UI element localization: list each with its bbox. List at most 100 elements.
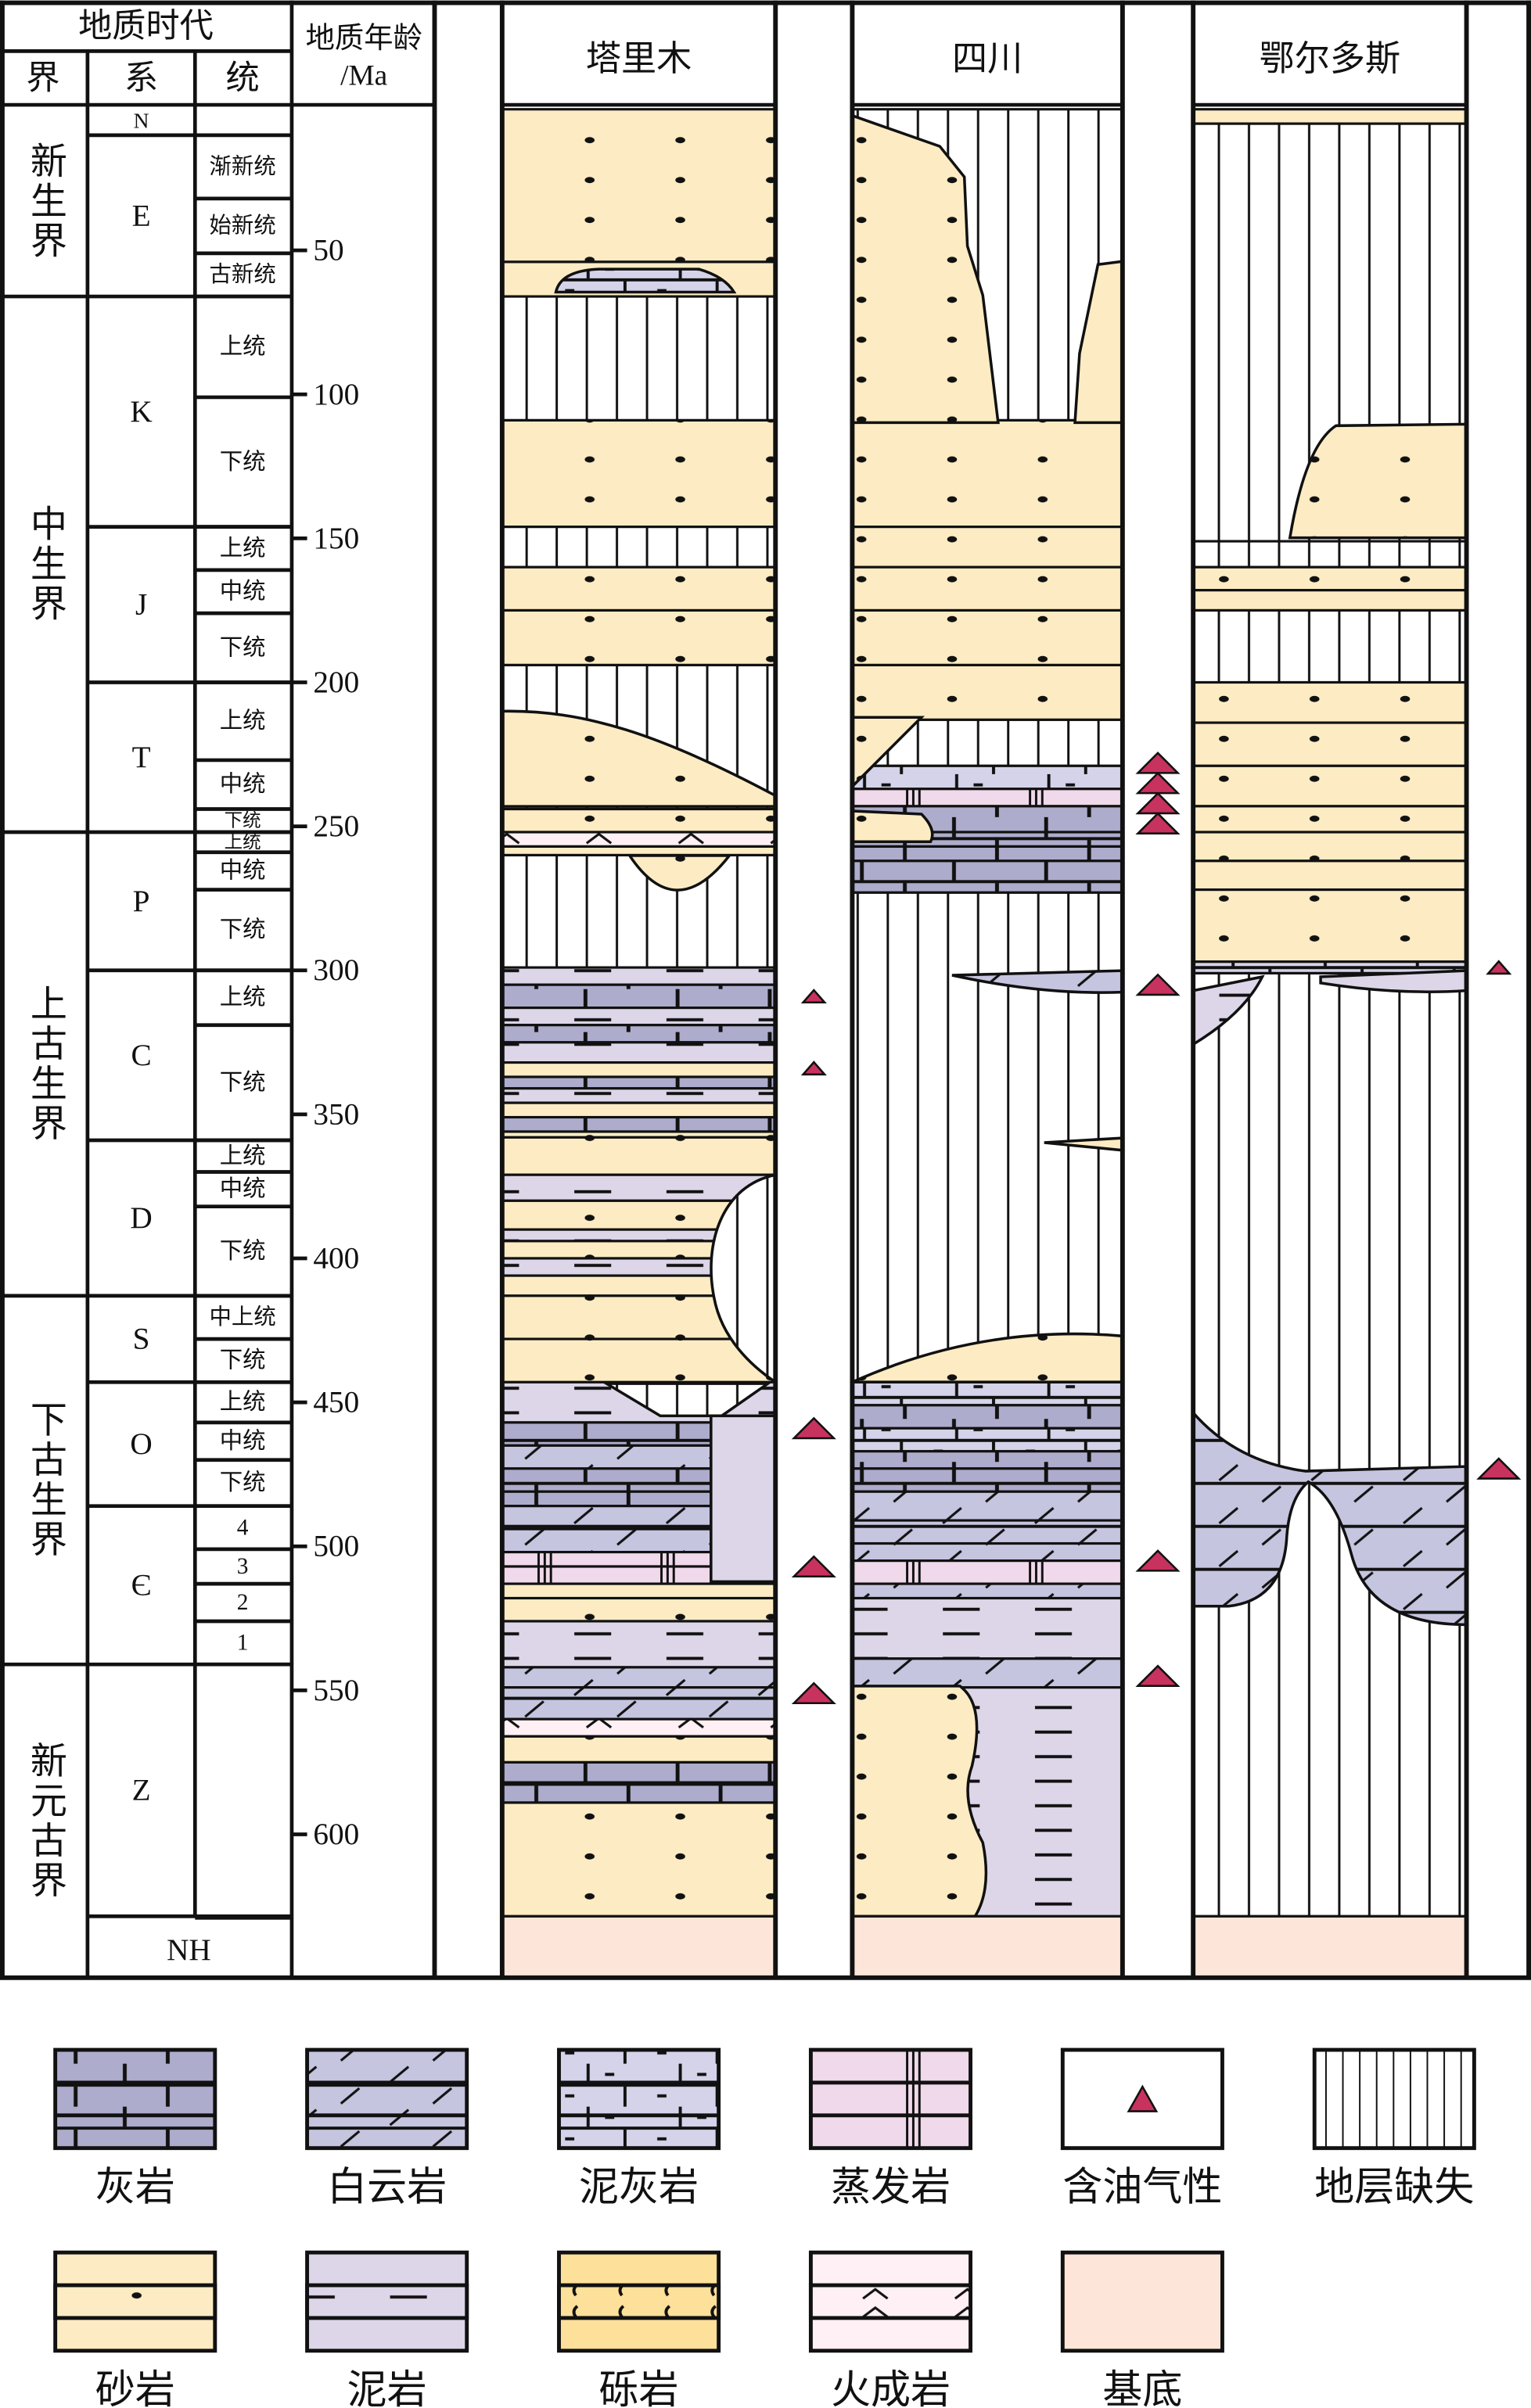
legend-pattern-band	[808, 2283, 972, 2320]
layer-hiatus	[1191, 540, 1468, 569]
column-title: 鄂尔多斯	[1260, 39, 1401, 78]
wedge-sandstone	[501, 709, 778, 808]
layer-sandstone	[501, 1101, 777, 1119]
basement-label: NH	[167, 1933, 211, 1967]
wedge-sandstone	[851, 1332, 1124, 1383]
oil-gas-triangle-icon	[1135, 1664, 1181, 1687]
series-label: 上统	[220, 985, 266, 1010]
series-label: 中上统	[209, 1304, 275, 1330]
layer-dolomite	[501, 1686, 777, 1721]
series-label: 上统	[220, 334, 266, 360]
header-age-unit: /Ma	[340, 59, 388, 92]
layer-mudstone	[501, 966, 777, 986]
series-label: 始新统	[209, 213, 275, 238]
layer-mudstone	[501, 1041, 777, 1064]
layer-sandstone	[1191, 859, 1468, 892]
layer-sandstone	[1191, 565, 1468, 592]
layer-dolomite	[850, 1490, 1124, 1522]
layer-basement	[501, 1915, 777, 1979]
series-label: 下统	[220, 449, 266, 475]
time-scale-table: 地质时代界系统地质年龄/Ma新生界中生界上古生界下古生界新元古界NEKJTPCD…	[0, 0, 1531, 1980]
legend-item-marl: 泥灰岩	[557, 2047, 721, 2210]
erathem-label: 上古生界	[24, 984, 66, 1143]
series-label: 上统	[220, 1389, 266, 1415]
body-sandstone	[850, 1685, 988, 1918]
erathem-label: 中生界	[24, 504, 66, 624]
system-label: K	[130, 395, 152, 429]
rock-column: 四川	[850, 39, 1181, 1979]
layer-sandstone	[850, 418, 1124, 529]
layer-limestone	[850, 845, 1124, 863]
legend-item-hiatus: 地层缺失	[1312, 2047, 1476, 2210]
layer-limestone	[501, 1075, 777, 1090]
legend-item-oil_gas: 含油气性	[1060, 2047, 1224, 2210]
layer-sandstone	[501, 1582, 777, 1600]
age-tick-label: 100	[313, 378, 359, 411]
series-label: 中统	[220, 858, 266, 884]
series-label: 上统	[220, 535, 266, 561]
oil-gas-triangle-icon	[1135, 791, 1181, 815]
system-label: Є	[131, 1568, 152, 1602]
layer-sandstone	[501, 1801, 777, 1918]
layer-hiatus	[850, 891, 1124, 1383]
legend-label: 砂岩	[95, 2369, 175, 2408]
layer-sandstone	[850, 663, 1124, 721]
block-mudstone	[710, 1414, 778, 1584]
layer-sandstone	[501, 1596, 777, 1623]
layer-sandstone	[1191, 831, 1468, 863]
series-label: 下统	[225, 809, 261, 831]
series-label: 渐新统	[209, 154, 275, 179]
legend-swatch	[1060, 2250, 1224, 2353]
body-sandstone	[1073, 260, 1124, 425]
layer-hiatus	[501, 295, 777, 422]
body-sandstone	[1288, 422, 1468, 540]
legend-pattern-band	[53, 2283, 217, 2320]
legend-swatch	[557, 2047, 721, 2151]
series-label: 中统	[220, 1428, 266, 1454]
body-sandstone	[850, 113, 1000, 425]
system-label: T	[132, 741, 151, 774]
age-tick-label: 450	[313, 1386, 359, 1419]
legend-label: 地层缺失	[1314, 2166, 1474, 2210]
oil-gas-triangle-icon	[791, 1416, 836, 1440]
layer-limestone	[501, 1760, 777, 1784]
layer-marl	[850, 1380, 1124, 1407]
body-limestone	[1191, 1409, 1468, 1627]
series-label: 中统	[220, 771, 266, 797]
series-label: 1	[237, 1631, 249, 1656]
layer-sandstone	[501, 1061, 777, 1078]
layer-sandstone	[501, 807, 777, 834]
legend-label: 白云岩	[327, 2166, 447, 2210]
oil-gas-triangle-icon	[800, 989, 827, 1004]
legend-item-basement: 基底	[1060, 2250, 1224, 2408]
layer-limestone	[850, 1450, 1124, 1470]
rock-columns: 塔里木四川 鄂尔多斯	[501, 39, 1522, 1979]
layer-dolomite	[850, 1541, 1124, 1563]
rock-column: 塔里木	[501, 39, 836, 1979]
layer-sandstone	[501, 1136, 777, 1176]
layer-sandstone	[501, 565, 777, 612]
layer-limestone	[501, 1115, 777, 1133]
layer-limestone	[850, 859, 1124, 894]
layer-mudstone	[850, 1596, 1124, 1660]
layer-sandstone	[501, 418, 777, 529]
layer-sandstone	[1191, 805, 1468, 834]
layer-limestone	[850, 1467, 1124, 1493]
legend-label: 火成岩	[831, 2369, 951, 2408]
legend-label: 蒸发岩	[831, 2166, 951, 2210]
system-label: E	[132, 199, 151, 232]
series-label: 中统	[220, 579, 266, 605]
layer-sandstone	[1191, 108, 1468, 125]
system-label: S	[133, 1322, 150, 1356]
series-label: 下统	[220, 1348, 266, 1373]
oil-gas-triangle-icon	[791, 1681, 836, 1705]
layer-sandstone	[850, 526, 1124, 569]
oil-gas-triangle-icon	[791, 1555, 836, 1578]
series-label: 上统	[225, 831, 261, 852]
layer-hiatus	[1191, 971, 1468, 1918]
oil-gas-triangle-icon	[1135, 973, 1181, 996]
lens-sandstone	[627, 854, 732, 892]
header-geologic-time: 地质时代	[78, 8, 214, 45]
layer-hiatus	[501, 526, 777, 569]
layer-limestone	[501, 1781, 777, 1804]
